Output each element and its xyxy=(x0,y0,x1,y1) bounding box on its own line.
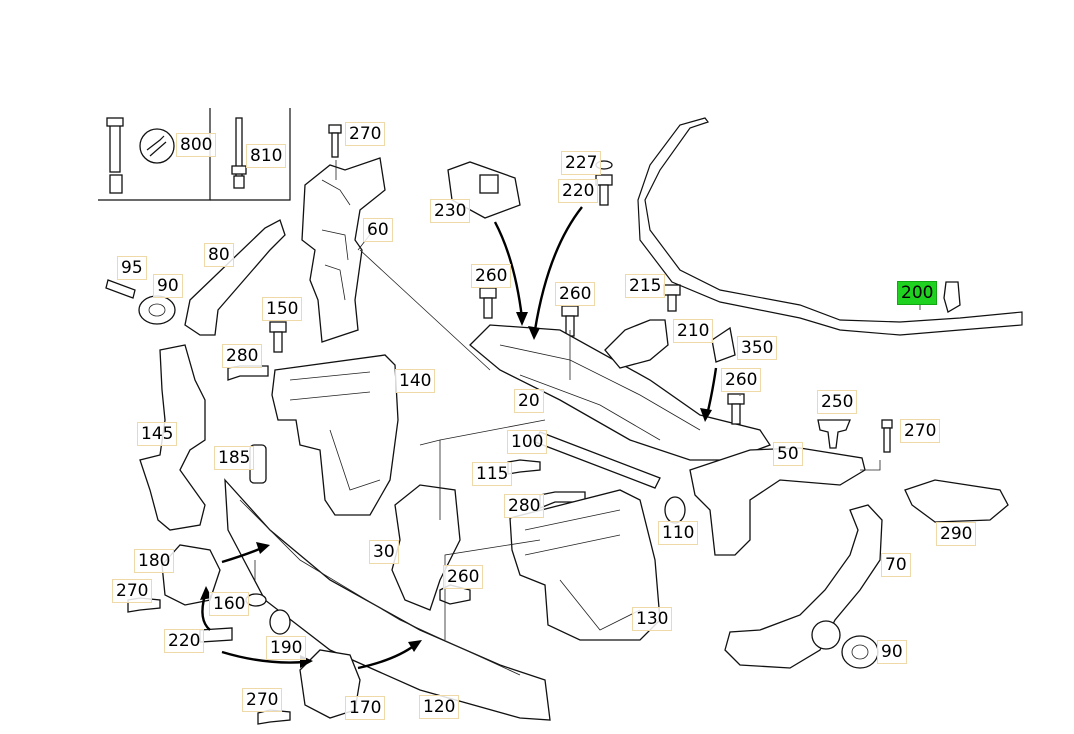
callout-20[interactable]: 20 xyxy=(514,389,544,413)
bar-80 xyxy=(184,219,286,336)
callout-210[interactable]: 210 xyxy=(673,319,714,343)
clip-350 xyxy=(711,326,736,363)
bolt-270-top xyxy=(328,124,342,158)
tool-inset xyxy=(98,108,291,201)
callout-250[interactable]: 250 xyxy=(817,390,858,414)
callout-145[interactable]: 145 xyxy=(137,422,178,446)
callout-260[interactable]: 260 xyxy=(555,282,596,306)
callout-185[interactable]: 185 xyxy=(214,446,255,470)
callout-100[interactable]: 100 xyxy=(507,430,548,454)
callout-70[interactable]: 70 xyxy=(881,553,911,577)
callout-180[interactable]: 180 xyxy=(134,549,175,573)
support-130 xyxy=(509,489,661,641)
callout-215[interactable]: 215 xyxy=(625,274,666,298)
callout-280[interactable]: 280 xyxy=(504,494,545,518)
callout-800[interactable]: 800 xyxy=(176,133,217,157)
bushing-90-right xyxy=(841,635,879,669)
nut-190 xyxy=(269,609,291,635)
callout-810[interactable]: 810 xyxy=(246,144,287,168)
callout-270[interactable]: 270 xyxy=(345,122,386,146)
callout-95[interactable]: 95 xyxy=(117,256,147,280)
callout-220[interactable]: 220 xyxy=(558,179,599,203)
callout-200[interactable]: 200 xyxy=(897,281,938,305)
callout-170[interactable]: 170 xyxy=(345,696,386,720)
bolt-115 xyxy=(507,459,541,475)
bracket-50 xyxy=(689,447,866,556)
callout-350[interactable]: 350 xyxy=(737,336,778,360)
seal-200 xyxy=(637,117,1023,336)
bolt-270-right xyxy=(881,419,893,453)
callout-110[interactable]: 110 xyxy=(658,521,699,545)
bolt-215 xyxy=(663,284,681,312)
bracket-60 xyxy=(301,157,386,343)
callout-260[interactable]: 260 xyxy=(721,368,762,392)
callout-260[interactable]: 260 xyxy=(471,264,512,288)
arm-70 xyxy=(724,504,883,669)
leader-lines xyxy=(254,160,921,640)
callout-280[interactable]: 280 xyxy=(222,344,263,368)
beam-120 xyxy=(224,478,551,721)
callout-150[interactable]: 150 xyxy=(262,297,303,321)
bracket-210 xyxy=(604,319,669,369)
callout-60[interactable]: 60 xyxy=(363,218,393,242)
callout-115[interactable]: 115 xyxy=(472,462,513,486)
callout-140[interactable]: 140 xyxy=(395,369,436,393)
bolt-150 xyxy=(269,321,287,353)
cover-290 xyxy=(904,479,1009,523)
callout-190[interactable]: 190 xyxy=(266,636,307,660)
bolt-270-bottom xyxy=(257,709,291,725)
arrows xyxy=(200,206,718,670)
bolt-260-c xyxy=(727,393,745,425)
callout-90[interactable]: 90 xyxy=(877,640,907,664)
callout-270[interactable]: 270 xyxy=(112,579,153,603)
callout-80[interactable]: 80 xyxy=(204,243,234,267)
callout-130[interactable]: 130 xyxy=(632,607,673,631)
pin-250 xyxy=(817,419,851,449)
callout-220[interactable]: 220 xyxy=(164,629,205,653)
callout-227[interactable]: 227 xyxy=(561,151,602,175)
callout-290[interactable]: 290 xyxy=(936,522,977,546)
bushing-110 xyxy=(664,496,686,524)
bolt-280-left xyxy=(227,365,269,381)
bolt-260-a xyxy=(479,287,497,319)
callout-230[interactable]: 230 xyxy=(430,199,471,223)
callout-120[interactable]: 120 xyxy=(419,695,460,719)
callout-50[interactable]: 50 xyxy=(773,442,803,466)
callout-160[interactable]: 160 xyxy=(209,592,250,616)
callout-270[interactable]: 270 xyxy=(900,419,941,443)
callout-260[interactable]: 260 xyxy=(443,565,484,589)
bolt-95 xyxy=(105,279,136,299)
callout-270[interactable]: 270 xyxy=(242,688,283,712)
callout-30[interactable]: 30 xyxy=(369,540,399,564)
bolt-220-low xyxy=(199,627,233,643)
crossmember-20 xyxy=(469,324,771,461)
callout-90[interactable]: 90 xyxy=(153,274,183,298)
support-140 xyxy=(271,354,399,516)
bushing-90-left xyxy=(138,295,176,325)
